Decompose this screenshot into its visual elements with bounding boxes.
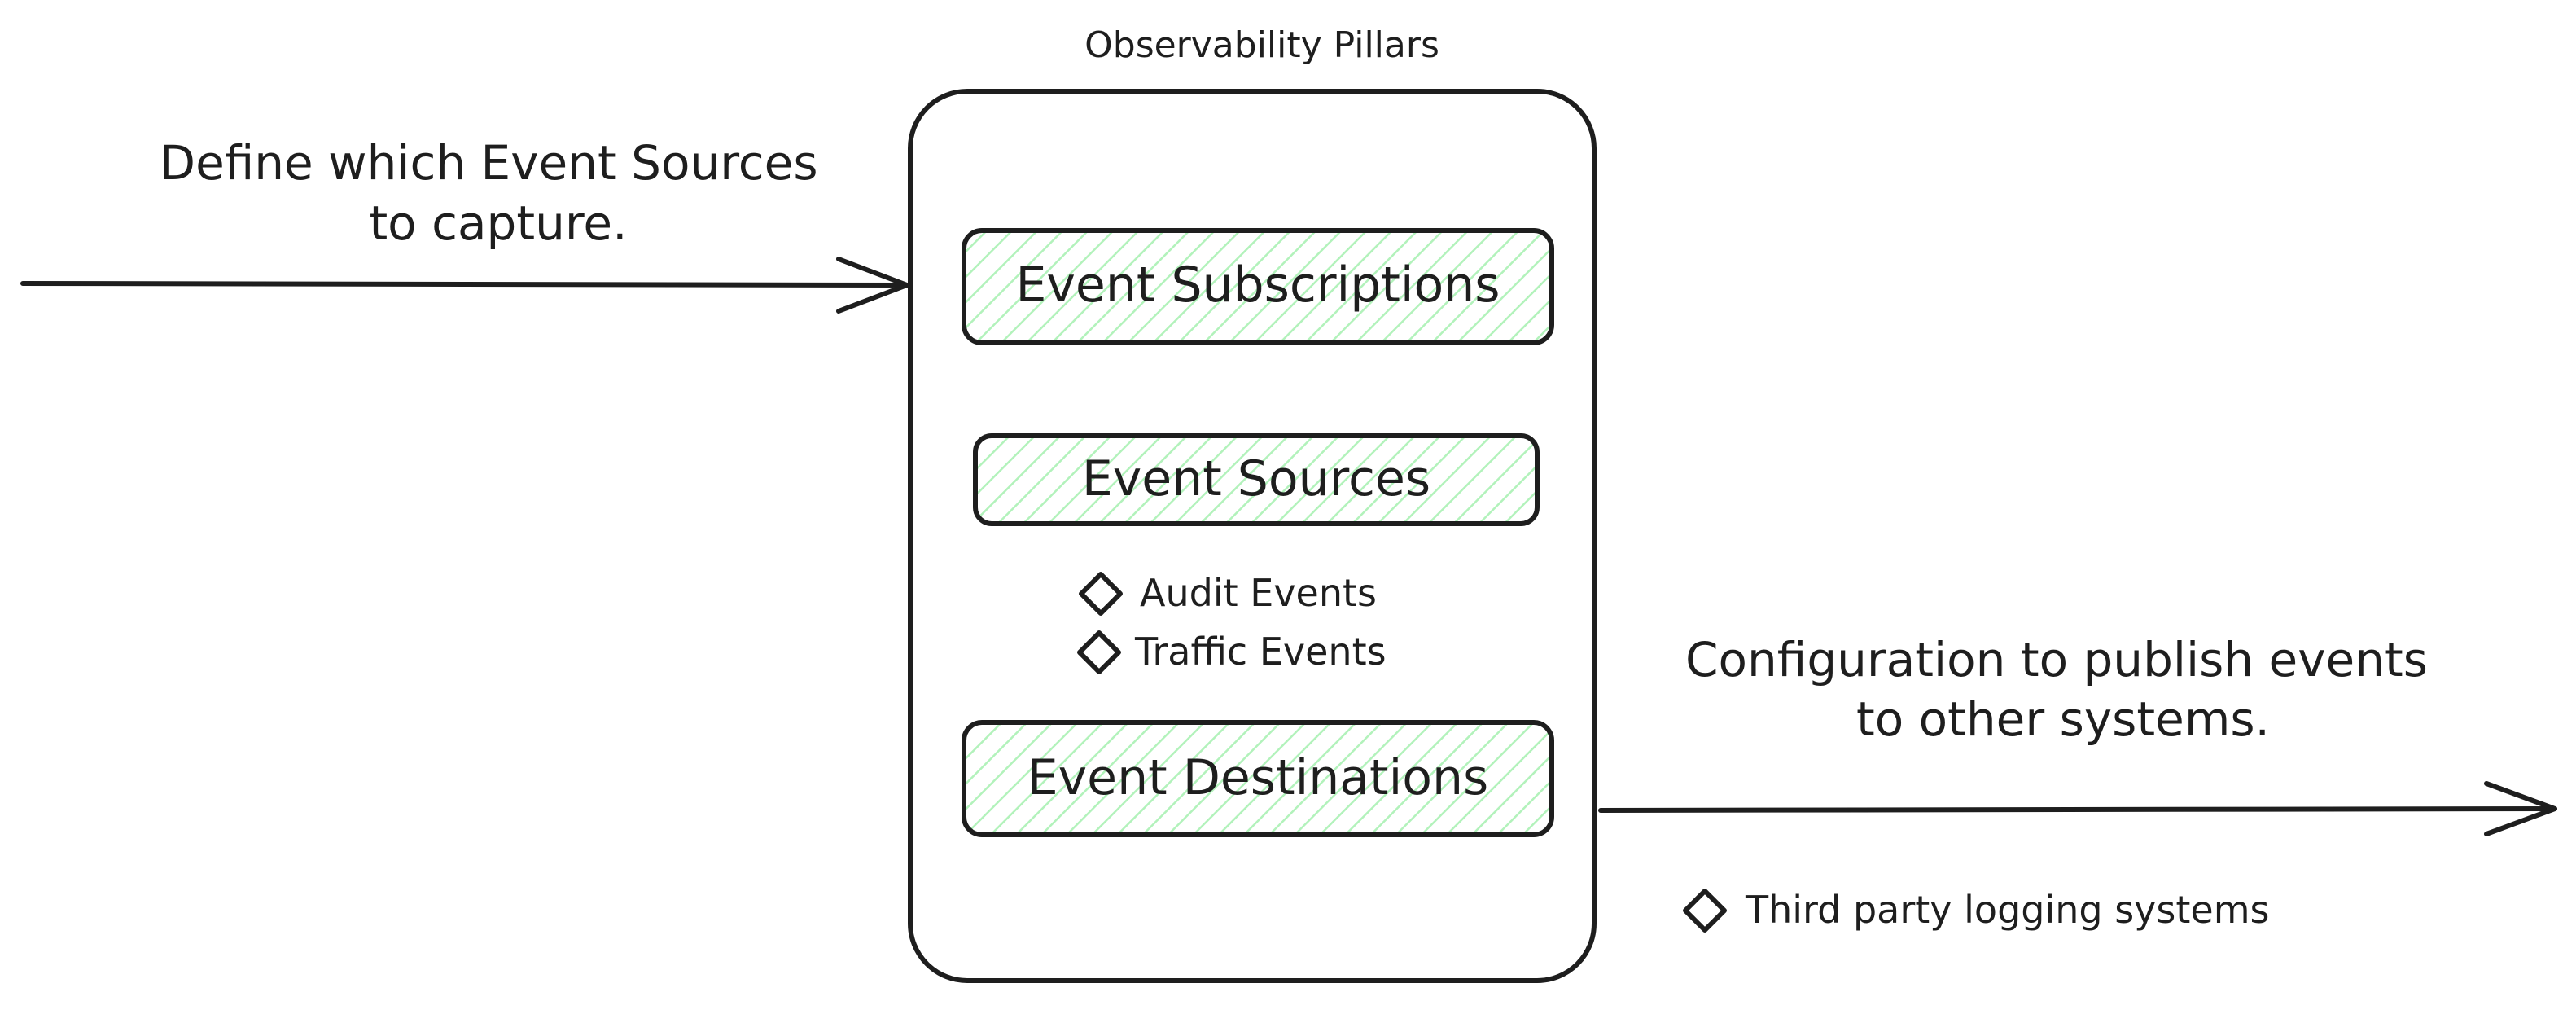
left-note: Define which Event Sources to capture. [159,135,817,251]
incoming-arrow [20,257,909,314]
right-note-line-1: Configuration to publish events [1685,632,2428,687]
event-destinations-box: Event Destinations [962,720,1554,837]
left-note-line-1: Define which Event Sources [159,135,817,191]
third-party-logging-label: Third party logging systems [1745,888,2269,932]
list-item: Traffic Events [1077,630,1387,674]
right-note: Configuration to publish events to other… [1685,632,2428,747]
event-subscriptions-box: Event Subscriptions [962,228,1554,345]
outgoing-arrow [1598,781,2557,836]
pillars-container [908,89,1597,983]
right-note-line-2: to other systems. [1856,691,2270,747]
diamond-icon [1077,630,1121,674]
event-subscriptions-label: Event Subscriptions [1015,257,1500,314]
event-sources-box: Event Sources [973,433,1540,526]
source-bullets: Audit Events Traffic Events [1077,571,1387,674]
diagram-title: Observability Pillars [1084,24,1439,66]
diamond-icon [1683,889,1727,933]
destination-bullets: Third party logging systems [1683,888,2269,933]
event-sources-label: Event Sources [1082,450,1430,507]
traffic-events-label: Traffic Events [1134,630,1387,674]
list-item: Third party logging systems [1683,888,2269,933]
left-note-line-2: to capture. [369,195,627,251]
event-destinations-label: Event Destinations [1027,749,1489,806]
diamond-icon [1079,572,1123,616]
list-item: Audit Events [1079,571,1377,616]
audit-events-label: Audit Events [1140,571,1377,615]
